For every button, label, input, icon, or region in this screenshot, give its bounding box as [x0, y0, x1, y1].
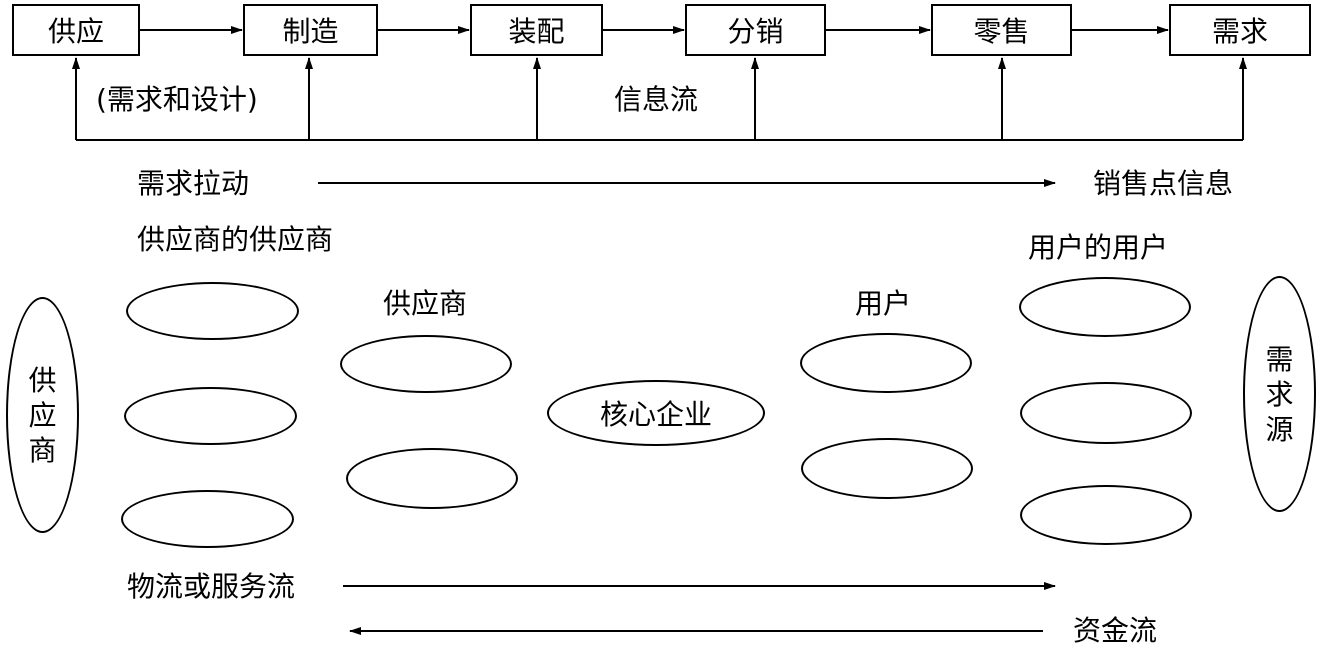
pos-info-label: 销售点信息 [1093, 167, 1234, 200]
customer-node [800, 333, 972, 393]
chain-box-distribution: 分销 [685, 4, 826, 56]
chain-box-label: 装配 [508, 15, 565, 48]
supplier-node [340, 335, 512, 393]
supplier-of-supplier-node [124, 387, 297, 445]
chain-box-label: 制造 [282, 15, 339, 48]
info-flow-label: 信息流 [614, 83, 699, 116]
demand-source-node: 需 求 源 [1243, 276, 1316, 512]
suppliers-of-suppliers-label: 供应商的供应商 [137, 223, 334, 256]
capital-flow-label: 资金流 [1073, 614, 1158, 647]
supplier-of-supplier-node [126, 282, 299, 340]
supplier-of-supplier-node [121, 490, 294, 548]
supplier-source-node: 供 应 商 [6, 297, 79, 533]
suppliers-label: 供应商 [383, 287, 468, 320]
supplier-source-char: 商 [28, 433, 57, 467]
chain-box-supply: 供应 [12, 4, 140, 56]
customer-of-customer-node [1019, 277, 1191, 337]
customers-of-customers-label: 用户的用户 [1028, 231, 1169, 264]
demand-source-char: 需 [1265, 342, 1294, 376]
customers-label: 用户 [855, 287, 912, 320]
customer-of-customer-node [1020, 382, 1192, 444]
material-flow-label: 物流或服务流 [127, 570, 296, 603]
demand-pull-label: 需求拉动 [137, 167, 250, 200]
chain-box-label: 供应 [47, 15, 104, 48]
chain-box-label: 零售 [973, 15, 1030, 48]
demand-source-char: 源 [1265, 412, 1294, 446]
chain-box-demand: 需求 [1169, 4, 1311, 56]
chain-box-label: 需求 [1211, 15, 1268, 48]
chain-box-label: 分销 [727, 15, 784, 48]
supplier-source-char: 供 [28, 363, 57, 397]
core-enterprise-label: 核心企业 [599, 398, 712, 431]
chain-box-assembly: 装配 [470, 4, 603, 56]
customer-of-customer-node [1020, 485, 1192, 545]
core-enterprise-node: 核心企业 [547, 380, 765, 446]
chain-box-manufacture: 制造 [243, 4, 378, 56]
chain-box-retail: 零售 [931, 4, 1072, 56]
demand-source-char: 求 [1265, 377, 1294, 411]
info-flow-bus [72, 57, 1247, 141]
design-note-label: (需求和设计) [96, 83, 258, 116]
supplier-source-char: 应 [28, 398, 57, 432]
customer-node [801, 438, 973, 499]
supplier-node [346, 448, 518, 509]
